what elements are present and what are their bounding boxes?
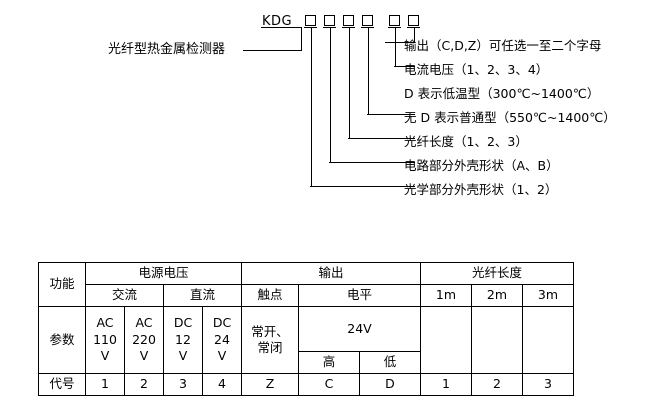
code-level-high: C	[298, 373, 360, 396]
param-len-2m	[471, 306, 523, 374]
leader-riser-5	[349, 27, 350, 138]
param-contact-line1: 常开、	[251, 323, 289, 339]
table-level-split-row: 高 低	[39, 351, 574, 374]
leader-riser-2	[395, 27, 396, 66]
param-level-value: 24V	[298, 306, 421, 352]
header-function: 功能	[38, 262, 86, 307]
model-code-diagram: 光纤型热金属检测器 KDG 输出（C,D,Z）可任选一至二个字母 电流电压（1、…	[108, 14, 616, 197]
param-ac110-line1: AC	[96, 315, 114, 331]
param-dc24-line1: DC	[212, 315, 232, 331]
code-box-3	[343, 15, 354, 26]
param-len-1m	[420, 306, 472, 374]
diagram-label-7: 光学部分外壳形状（1、2）	[404, 182, 558, 197]
code-box-1	[305, 15, 316, 26]
param-ac110: AC 110 V	[85, 306, 125, 374]
param-contact-line2: 常闭	[257, 340, 283, 355]
leader-line-6	[329, 162, 415, 163]
header-output: 输出	[241, 262, 421, 285]
code-box-1-underline	[304, 27, 317, 28]
code-box-2-underline	[323, 27, 336, 28]
param-dc12: DC 12 V	[163, 306, 203, 374]
param-dc24-line2: 24	[214, 331, 230, 347]
code-box-4-underline	[361, 27, 374, 28]
leader-riser-4	[368, 27, 369, 114]
specification-table: 功能 电源电压 输出 光纤长度 交流 直流 触点 电平 1m 2m 3m 参数 …	[38, 262, 574, 396]
diagram-label-4: 无 D 表示普通型（550℃~1400℃）	[404, 110, 616, 125]
leader-line-7	[310, 186, 415, 187]
code-contact: Z	[241, 373, 299, 396]
param-ac110-line2: 110	[93, 331, 117, 347]
param-level-low: 低	[359, 351, 421, 374]
subheader-dc: 直流	[163, 284, 242, 307]
diagram-label-2: 电流电压（1、2、3、4）	[404, 62, 549, 77]
param-level-high: 高	[298, 351, 360, 374]
code-level-low: D	[359, 373, 421, 396]
param-len-3m	[522, 306, 574, 374]
param-ac220: AC 220 V	[124, 306, 164, 374]
code-box-3-underline	[342, 27, 355, 28]
code-box-6	[408, 15, 419, 26]
code-prefix-underline	[261, 27, 302, 28]
product-name-leader-line	[243, 50, 301, 51]
code-len-1m: 1	[420, 373, 472, 396]
leader-line-4	[367, 114, 415, 115]
param-row-label: 参数	[38, 306, 86, 374]
subheader-len-3m: 3m	[522, 284, 574, 307]
diagram-label-5: 光纤长度（1、2、3）	[404, 134, 528, 149]
param-dc12-line3: V	[178, 348, 188, 364]
subheader-ac: 交流	[85, 284, 164, 307]
code-ac110: 1	[85, 373, 125, 396]
diagram-label-1: 输出（C,D,Z）可任选一至二个字母	[404, 38, 602, 53]
code-len-3m: 3	[522, 373, 574, 396]
leader-riser-6	[330, 27, 331, 162]
code-box-5-underline	[388, 27, 401, 28]
product-name-leader-riser	[301, 27, 302, 51]
subheader-contact: 触点	[241, 284, 299, 307]
code-row-label: 代号	[38, 373, 86, 396]
product-name-label: 光纤型热金属检测器	[108, 42, 226, 57]
subheader-len-1m: 1m	[420, 284, 472, 307]
leader-riser-1	[414, 27, 415, 42]
header-power-voltage: 电源电压	[85, 262, 242, 285]
subheader-level: 电平	[298, 284, 421, 307]
code-dc12: 3	[163, 373, 203, 396]
subheader-len-2m: 2m	[471, 284, 523, 307]
param-ac220-line1: AC	[135, 315, 153, 331]
code-box-5	[389, 15, 400, 26]
code-dc24: 4	[202, 373, 242, 396]
table-param-row: 参数 AC 110 V AC 220 V DC 12 V DC 24 V 常开、…	[38, 306, 574, 374]
leader-line-2	[394, 66, 415, 67]
diagram-label-6: 电路部分外壳形状（A、B）	[404, 158, 559, 173]
leader-line-1	[385, 42, 415, 43]
table-subheader-row: 交流 直流 触点 电平 1m 2m 3m	[39, 284, 574, 307]
code-len-2m: 2	[471, 373, 523, 396]
leader-line-5	[348, 138, 415, 139]
param-dc24: DC 24 V	[202, 306, 242, 374]
code-ac220: 2	[124, 373, 164, 396]
param-ac220-line2: 220	[132, 331, 156, 347]
code-box-2	[324, 15, 335, 26]
param-dc12-line1: DC	[173, 315, 193, 331]
param-ac110-line3: V	[100, 348, 110, 364]
code-box-4	[362, 15, 373, 26]
param-dc12-line2: 12	[175, 331, 191, 347]
leader-riser-7	[311, 27, 312, 186]
diagram-label-3: D 表示低温型（300℃~1400℃）	[404, 86, 600, 101]
table-header-row: 功能 电源电压 输出 光纤长度	[38, 262, 574, 307]
param-dc24-line3: V	[217, 348, 227, 364]
header-fiber-length: 光纤长度	[420, 262, 574, 285]
param-ac220-line3: V	[139, 348, 149, 364]
code-box-6-underline	[407, 27, 420, 28]
code-prefix-label: KDG	[262, 14, 293, 29]
param-contact: 常开、 常闭	[241, 306, 299, 374]
table-code-row: 代号 1 2 3 4 Z C D 1 2 3	[38, 373, 574, 396]
